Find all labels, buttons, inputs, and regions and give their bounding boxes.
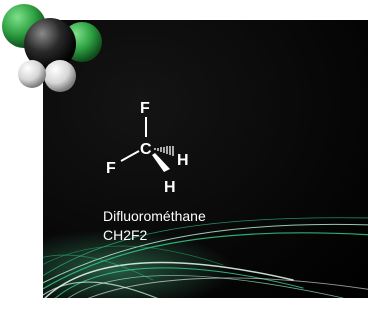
- atom-carbon: C: [140, 141, 152, 158]
- atom-hydrogen-right: H: [177, 152, 189, 169]
- atom-fluorine-top: F: [140, 100, 150, 117]
- light-swirl-decoration: [43, 217, 368, 298]
- atom-fluorine-left: F: [106, 160, 116, 177]
- molecule-card: [43, 20, 368, 298]
- molecule-formula: CH2F2: [103, 227, 148, 243]
- molecule-name: Difluorométhane: [103, 208, 206, 224]
- molecule-caption: Difluorométhane CH2F2: [103, 207, 206, 245]
- space-filling-model-icon: [2, 4, 102, 92]
- structural-formula: F F C H H: [106, 100, 189, 196]
- atom-hydrogen-bottom: H: [164, 179, 176, 196]
